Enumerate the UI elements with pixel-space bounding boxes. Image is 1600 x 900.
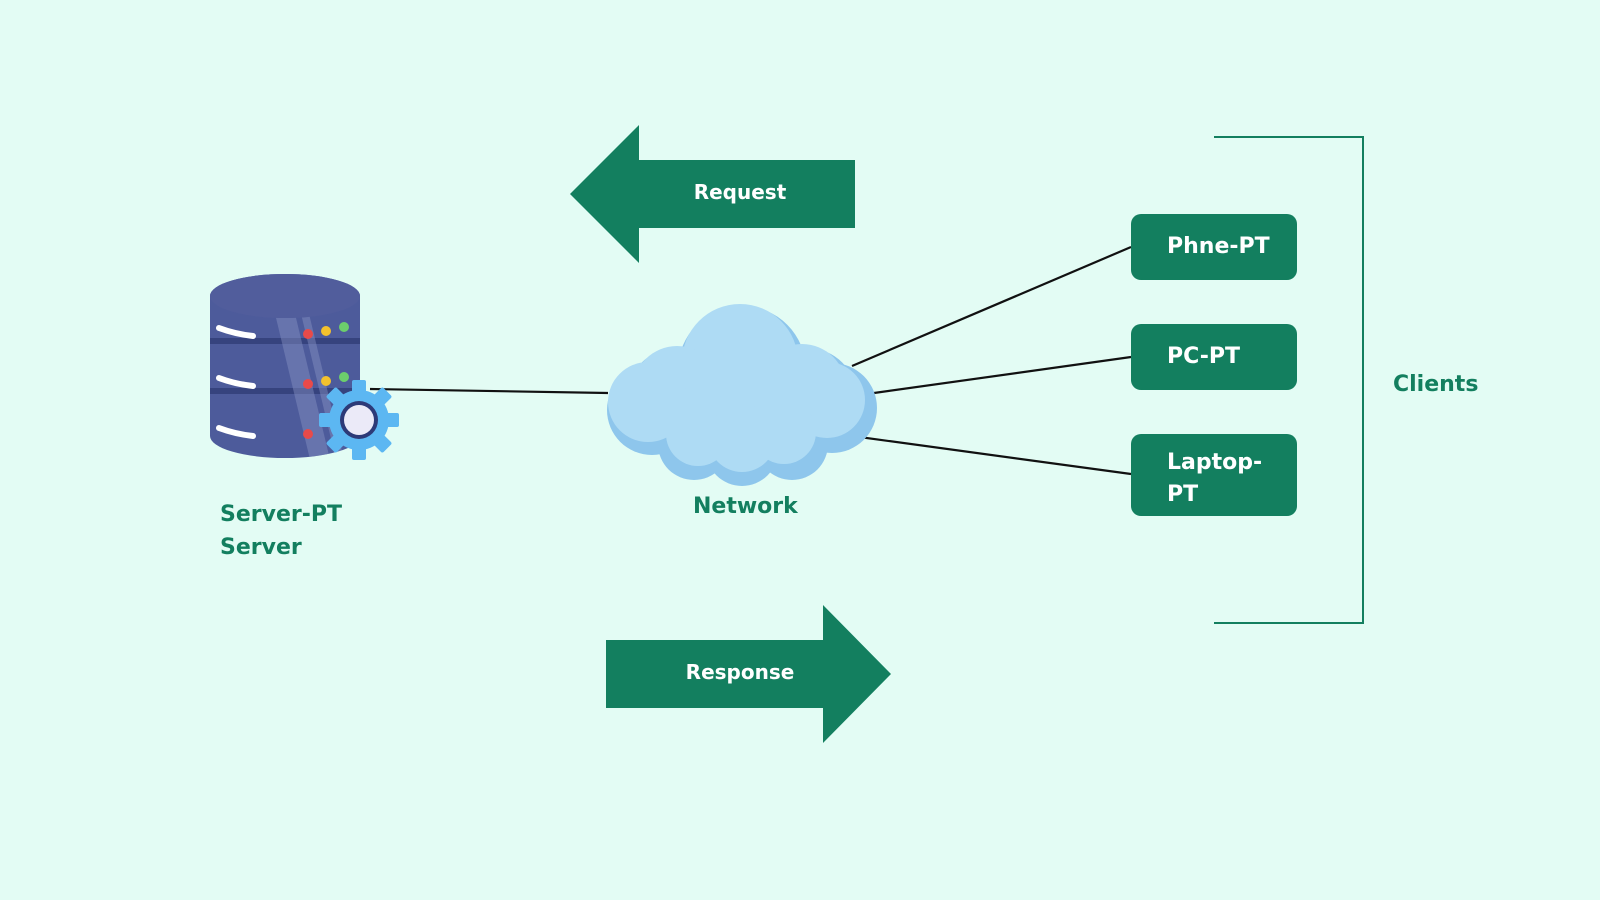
network-pc-link	[873, 355, 1132, 395]
server-type: Server	[220, 535, 302, 560]
client-laptop-pt[interactable]: Laptop-PT	[1131, 434, 1297, 516]
network-label: Network	[693, 494, 798, 519]
request-arrow	[570, 125, 855, 263]
network-phone-link	[851, 245, 1132, 368]
database-server-icon	[210, 274, 399, 460]
server-name: Server-PT	[220, 502, 342, 527]
clients-bracket	[1214, 136, 1364, 624]
server-network-link	[369, 387, 609, 395]
request-label: Request	[693, 180, 787, 204]
server-label: Server-PT Server	[220, 498, 342, 564]
response-arrow	[606, 605, 891, 743]
clients-label: Clients	[1393, 372, 1479, 397]
client-phone-pt[interactable]: Phne-PT	[1131, 214, 1297, 280]
client-pc-pt[interactable]: PC-PT	[1131, 324, 1297, 390]
cloud-icon	[607, 304, 877, 486]
response-label: Response	[685, 660, 795, 684]
gear-icon	[319, 380, 399, 460]
network-laptop-link	[851, 434, 1132, 476]
